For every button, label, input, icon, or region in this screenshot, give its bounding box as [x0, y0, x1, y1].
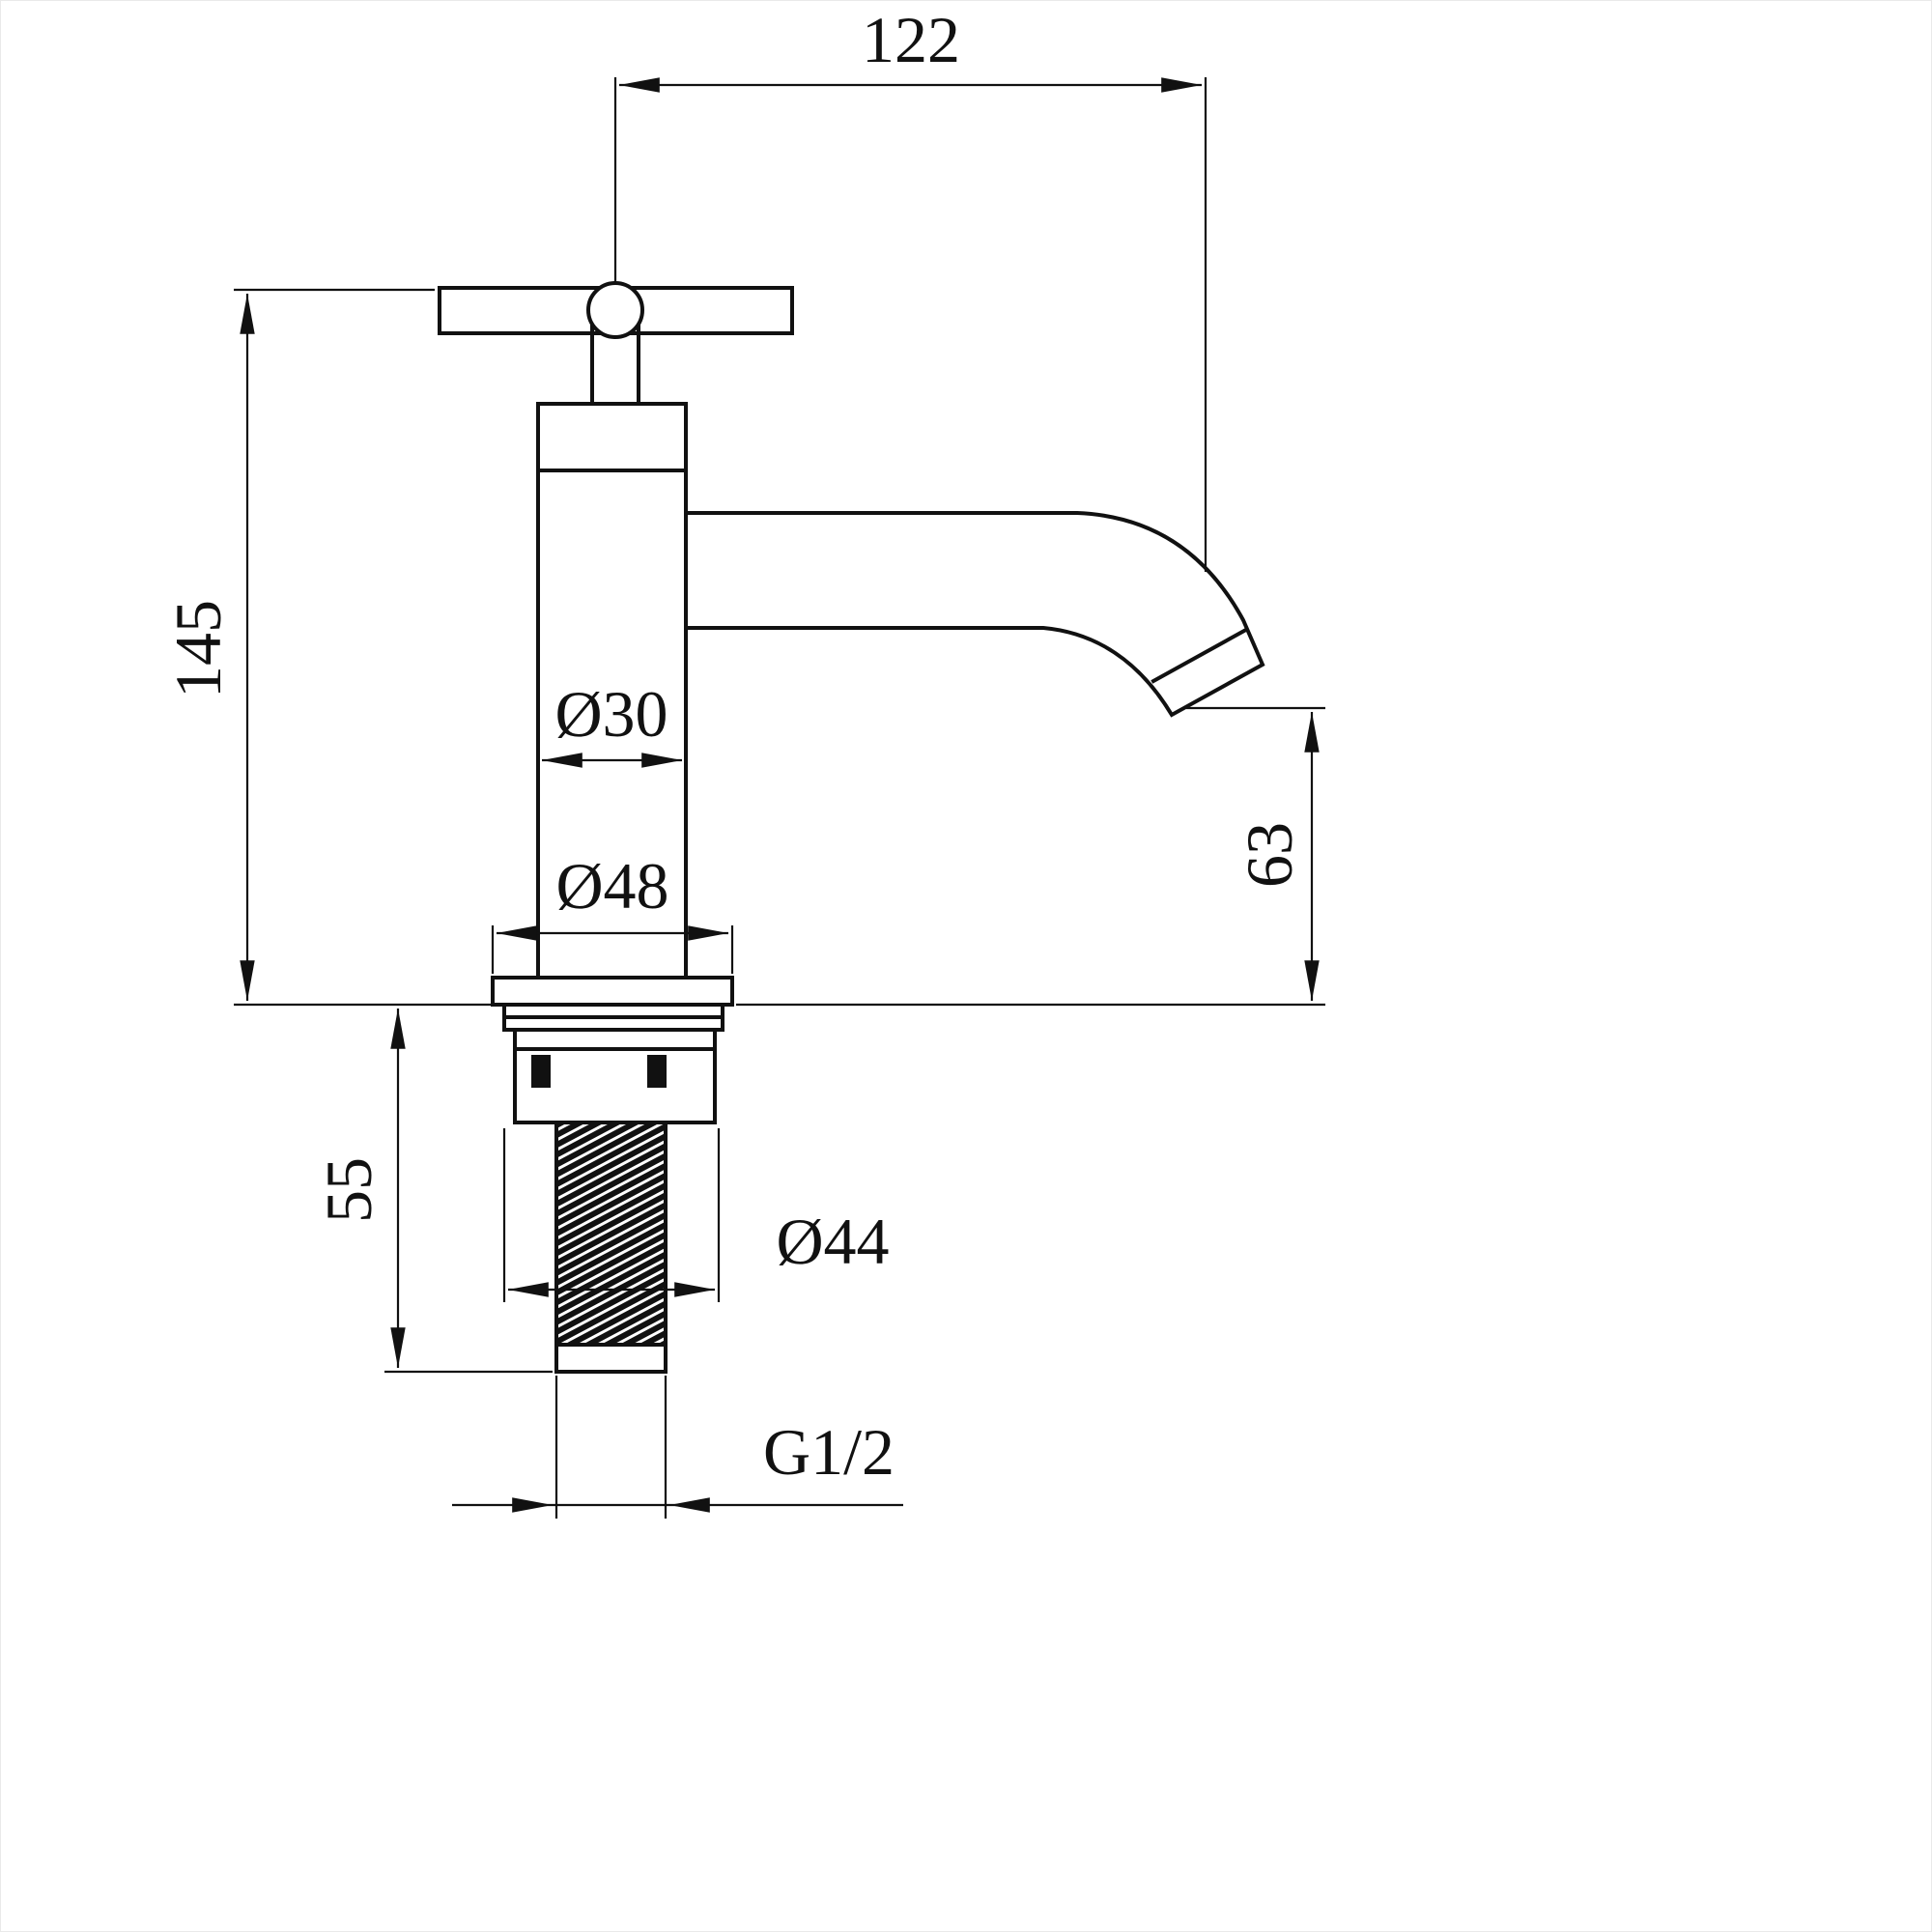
extension-lines: [234, 77, 1325, 1519]
spout-aerator-line: [1151, 628, 1247, 684]
dim-label-55: 55: [312, 1157, 385, 1223]
dim-label-122: 122: [862, 3, 960, 76]
nut-slot-left: [531, 1055, 551, 1088]
base-flange: [491, 976, 734, 1007]
spout: [684, 511, 1265, 718]
dim-label-63: 63: [1233, 822, 1306, 888]
dim-label-g12: G1/2: [763, 1415, 895, 1489]
faucet-outline: [438, 281, 1265, 1374]
dimension-lines: [240, 77, 1320, 1513]
dim-label-d44: Ø44: [776, 1205, 889, 1278]
shank-tip: [554, 1343, 668, 1374]
nut-slot-right: [647, 1055, 667, 1088]
dim-label-d30: Ø30: [554, 677, 668, 751]
threaded-shank: [554, 1121, 668, 1347]
handle-hub: [586, 281, 644, 339]
dimension-labels: 122 145 Ø30 Ø48 63 55 Ø44 G1/2: [161, 3, 1306, 1489]
dim-label-d48: Ø48: [555, 849, 668, 923]
dim-label-145: 145: [161, 600, 235, 698]
mounting-nut: [513, 1028, 717, 1124]
